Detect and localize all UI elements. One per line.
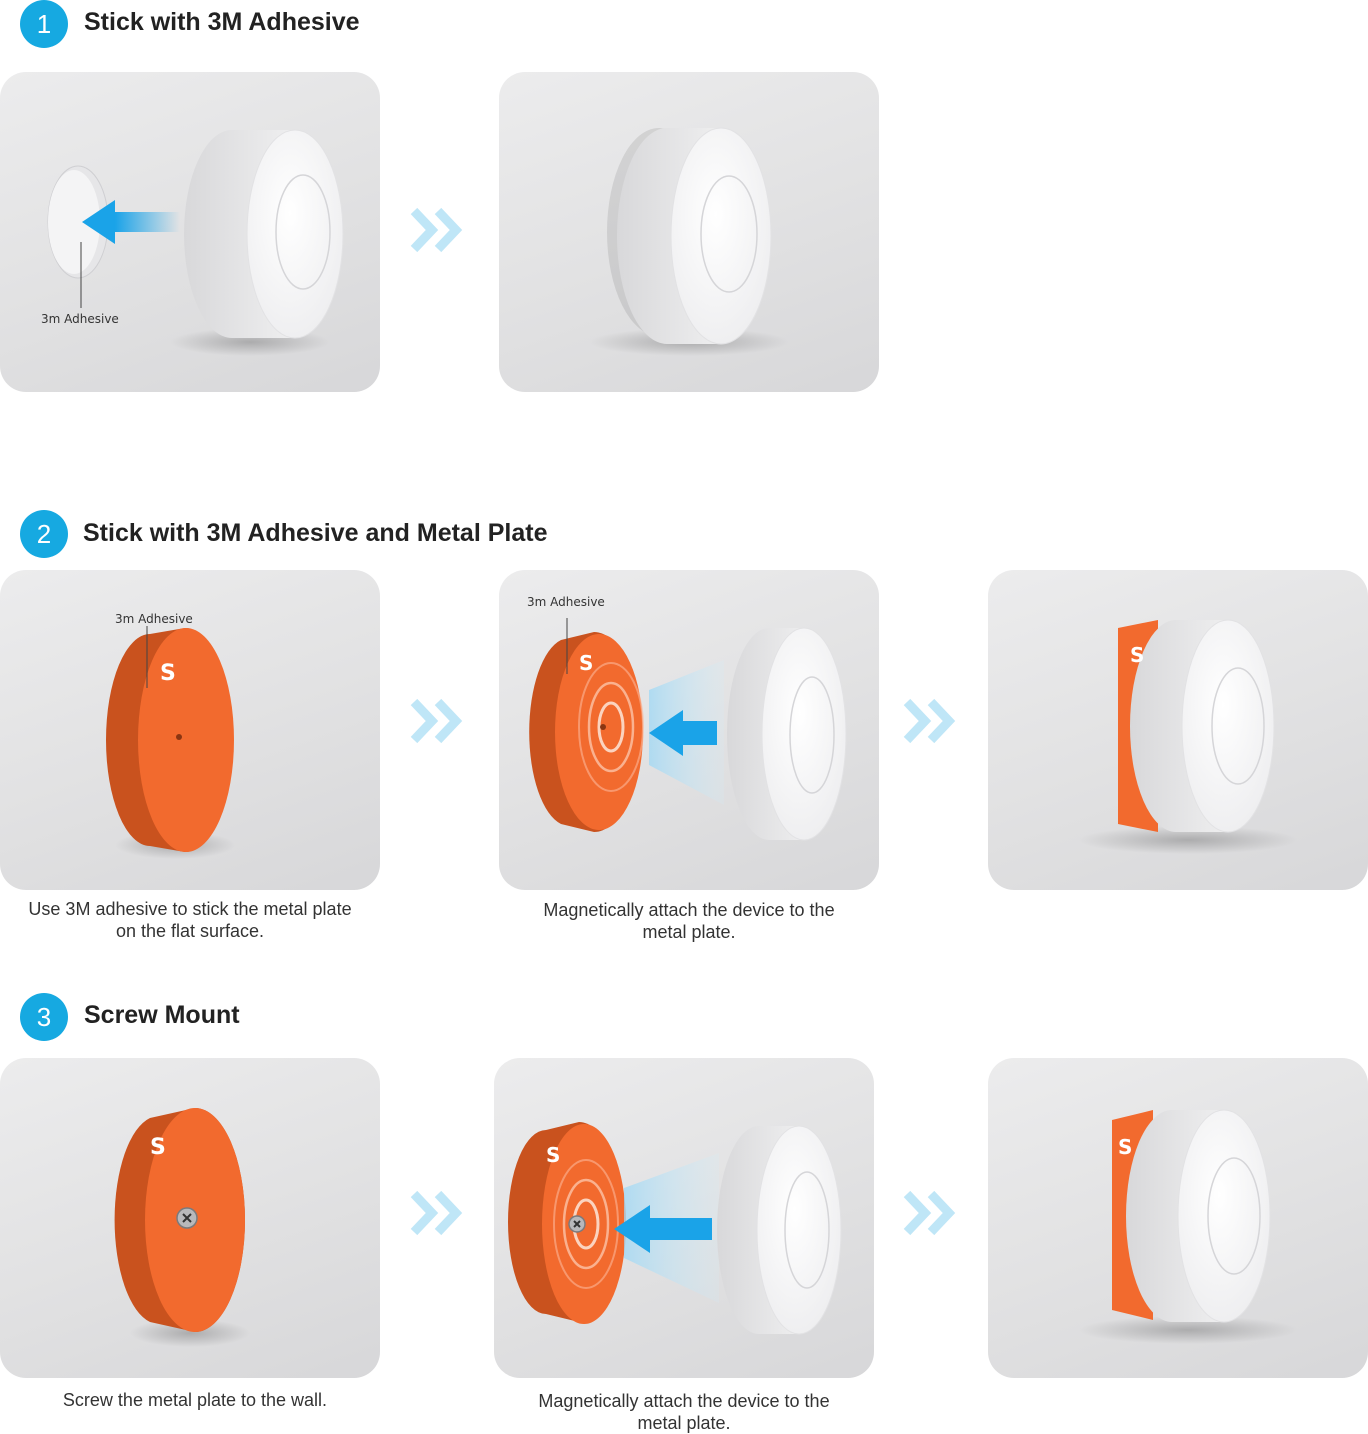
step-caption: Use 3M adhesive to stick the metal plate… (28, 899, 352, 941)
adhesive-label: 3m Adhesive (41, 312, 119, 326)
step-image-screw-result: S (988, 1058, 1368, 1378)
step-image-plate-result: S (988, 570, 1368, 890)
double-chevron-right-icon (410, 1190, 463, 1236)
section-number-badge: 3 (20, 993, 68, 1041)
arrow-left-icon (82, 200, 115, 244)
double-chevron-right-icon (903, 1190, 956, 1236)
adhesive-label: 3m Adhesive (527, 595, 605, 609)
adhesive-label: 3m Adhesive (115, 612, 193, 626)
svg-text:S: S (160, 661, 176, 686)
step-caption: Screw the metal plate to the wall. (62, 1390, 328, 1410)
double-chevron-right-icon (410, 698, 463, 744)
step-caption: Magnetically attach the device to the me… (543, 900, 835, 942)
section-number-badge: 2 (20, 510, 68, 558)
double-chevron-right-icon (903, 698, 956, 744)
section-title: Stick with 3M Adhesive and Metal Plate (83, 519, 548, 547)
step-image-adhesive-apply: 3m Adhesive (0, 72, 380, 392)
arrow-left-icon (614, 1205, 650, 1253)
step-image-plate-attach: S 3m Adhesive (499, 570, 879, 890)
step-image-screw-plate: S (0, 1058, 380, 1378)
step-image-screw-attach: S (494, 1058, 874, 1378)
svg-text:S: S (1130, 643, 1144, 667)
section-title: Screw Mount (84, 1001, 240, 1029)
step-image-plate-adhesive: S 3m Adhesive (0, 570, 380, 890)
svg-text:S: S (1118, 1135, 1132, 1159)
section-title: Stick with 3M Adhesive (84, 8, 360, 36)
svg-text:S: S (579, 651, 593, 675)
double-chevron-right-icon (410, 207, 463, 253)
section-number-badge: 1 (20, 0, 68, 48)
step-image-adhesive-result (499, 72, 879, 392)
arrow-left-icon (649, 710, 683, 756)
step-caption: Magnetically attach the device to the me… (538, 1391, 830, 1433)
svg-text:S: S (546, 1143, 560, 1167)
svg-text:S: S (150, 1135, 166, 1160)
